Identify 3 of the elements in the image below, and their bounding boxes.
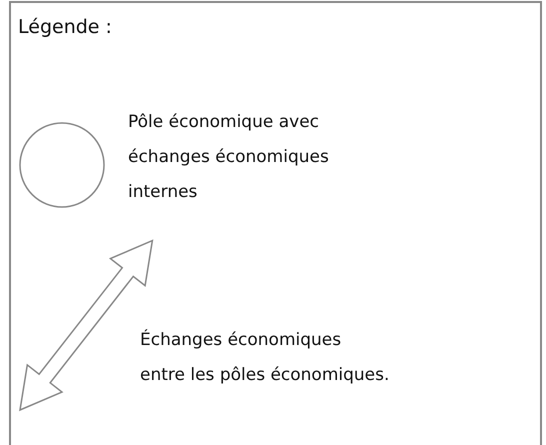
legend-title: Légende : <box>18 16 112 38</box>
legend-text: Échanges économiques entre les pôles économiques. <box>140 328 390 387</box>
legend-text: Pôle économique avec échanges économiques internes <box>128 111 330 204</box>
